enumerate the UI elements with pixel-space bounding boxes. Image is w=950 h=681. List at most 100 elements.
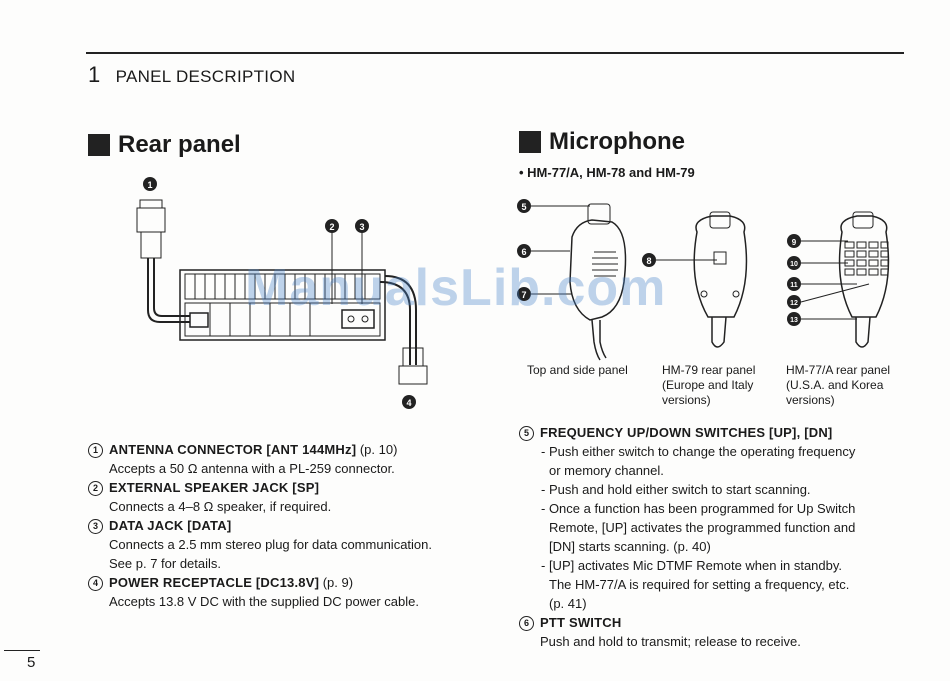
callout-13-label: 13	[790, 317, 798, 324]
page-number-rule	[4, 650, 40, 651]
item-heading: FREQUENCY UP/DOWN SWITCHES [UP], [DN]	[540, 425, 833, 440]
item-desc: Connects a 2.5 mm stereo plug for data c…	[109, 537, 432, 552]
callout-4	[402, 395, 416, 409]
bullet: - Once a function has been programmed fo…	[519, 499, 909, 556]
rear-panel-title: Rear panel	[88, 131, 241, 159]
callout-11	[787, 277, 801, 291]
callout-10	[787, 256, 801, 270]
caption-line: (U.S.A. and Korea	[786, 378, 884, 392]
item-external-speaker-jack: 2 EXTERNAL SPEAKER JACK [SP] Connects a 4…	[88, 478, 488, 516]
item-frequency-switches: 5 FREQUENCY UP/DOWN SWITCHES [UP], [DN] -…	[519, 423, 909, 613]
callout-8	[642, 253, 656, 267]
hm79-jack	[713, 251, 727, 265]
callout-7-label: 7	[521, 290, 526, 300]
bullet: - [UP] activates Mic DTMF Remote when in…	[519, 556, 909, 613]
item-number: 5	[519, 426, 534, 441]
section-marker-icon	[519, 131, 541, 153]
callout-12-label: 12	[790, 300, 798, 307]
bullet: - Push either switch to change the opera…	[519, 442, 909, 480]
header-rule	[86, 52, 904, 54]
item-desc: Push and hold to transmit; release to re…	[540, 634, 801, 649]
radio-body	[179, 269, 386, 341]
item-power-receptacle: 4 POWER RECEPTACLE [DC13.8V] (p. 9) Accep…	[88, 573, 488, 611]
callout-11-label: 11	[790, 282, 798, 289]
mic-side-body	[569, 219, 627, 321]
caption-line: versions)	[662, 393, 711, 407]
bullet-line: The HM-77/A is required for setting a fr…	[549, 577, 850, 592]
item-number: 6	[519, 616, 534, 631]
item-heading: DATA JACK [DATA]	[109, 518, 232, 533]
callout-2-label: 2	[329, 222, 334, 232]
callout-7	[517, 287, 531, 301]
bullet-line: - [UP] activates Mic DTMF Remote when in…	[541, 558, 843, 573]
microphone-title-text: Microphone	[549, 128, 685, 155]
callout-9-label: 9	[792, 238, 797, 247]
chapter-title: PANEL DESCRIPTION	[115, 67, 296, 86]
sp-data-jacks	[341, 309, 375, 329]
hm79-body	[693, 215, 748, 318]
item-number: 4	[88, 576, 103, 591]
caption-top-side: Top and side panel	[527, 363, 628, 377]
item-heading: PTT SWITCH	[540, 615, 622, 630]
item-desc: Accepts 13.8 V DC with the supplied DC p…	[109, 594, 419, 609]
callout-3	[355, 219, 369, 233]
callout-10-label: 10	[790, 261, 798, 268]
rear-panel-title-text: Rear panel	[118, 131, 241, 158]
microphone-title: Microphone	[519, 128, 685, 156]
bullet-line: - Push and hold either switch to start s…	[541, 482, 811, 497]
callout-5	[517, 199, 531, 213]
caption-hm79: HM-79 rear panel (Europe and Italy versi…	[662, 363, 755, 408]
bullet-line: or memory channel.	[549, 463, 664, 478]
caption-line: (Europe and Italy	[662, 378, 754, 392]
bullet-line: Remote, [UP] activates the programmed fu…	[549, 520, 856, 535]
microphone-items: 5 FREQUENCY UP/DOWN SWITCHES [UP], [DN] -…	[519, 423, 909, 651]
callout-1	[143, 177, 157, 191]
callout-12	[787, 295, 801, 309]
caption-line: HM-77/A rear panel	[786, 363, 891, 377]
callout-9	[787, 234, 801, 248]
item-heading: POWER RECEPTACLE [DC13.8V]	[109, 575, 320, 590]
item-ptt-switch: 6 PTT SWITCH Push and hold to transmit; r…	[519, 613, 909, 651]
item-ref: (p. 9)	[319, 575, 354, 590]
antenna-plug-top	[139, 199, 163, 209]
microphone-models: • HM-77/A, HM-78 and HM-79	[519, 165, 695, 180]
caption-line: HM-79 rear panel	[662, 363, 756, 377]
item-number: 3	[88, 519, 103, 534]
item-heading: EXTERNAL SPEAKER JACK [SP]	[109, 480, 320, 495]
callout-8-label: 8	[646, 256, 651, 266]
callout-13	[787, 312, 801, 326]
bullet: - Push and hold either switch to start s…	[519, 480, 909, 499]
item-desc: See p. 7 for details.	[109, 556, 222, 571]
callout-2	[325, 219, 339, 233]
antenna-plug-body	[136, 207, 166, 233]
microphone-diagram: 5 6 7 8 9 10 11 12 13	[517, 199, 890, 361]
item-data-jack: 3 DATA JACK [DATA] Connects a 2.5 mm ster…	[88, 516, 488, 573]
bullet-line: - Push either switch to change the opera…	[541, 444, 856, 459]
bullet-line: (p. 41)	[549, 596, 587, 611]
callout-5-label: 5	[521, 202, 526, 212]
item-number: 1	[88, 443, 103, 458]
item-desc: Accepts a 50 Ω antenna with a PL-259 con…	[109, 461, 395, 476]
callout-6	[517, 244, 531, 258]
item-number: 2	[88, 481, 103, 496]
chapter-header: 1 PANEL DESCRIPTION	[88, 62, 295, 88]
item-desc: Connects a 4–8 Ω speaker, if required.	[109, 499, 332, 514]
item-heading: ANTENNA CONNECTOR [ANT 144MHz]	[109, 442, 357, 457]
chapter-number: 1	[88, 62, 101, 87]
bullet-line: - Once a function has been programmed fo…	[541, 501, 856, 516]
rear-panel-diagram: 1 2 3 4	[136, 177, 428, 409]
callout-3-label: 3	[359, 222, 364, 232]
power-plug	[398, 365, 428, 385]
callout-1-label: 1	[147, 180, 152, 190]
mic-clip	[587, 203, 611, 225]
bullet-line: [DN] starts scanning. (p. 40)	[549, 539, 711, 554]
caption-hm77: HM-77/A rear panel (U.S.A. and Korea ver…	[786, 363, 890, 408]
caption-line: versions)	[786, 393, 835, 407]
section-marker-icon	[88, 134, 110, 156]
item-ref: (p. 10)	[356, 442, 398, 457]
callout-4-label: 4	[406, 398, 411, 408]
page-number: 5	[27, 654, 36, 671]
watermark: ManualsLib.com	[245, 259, 667, 317]
